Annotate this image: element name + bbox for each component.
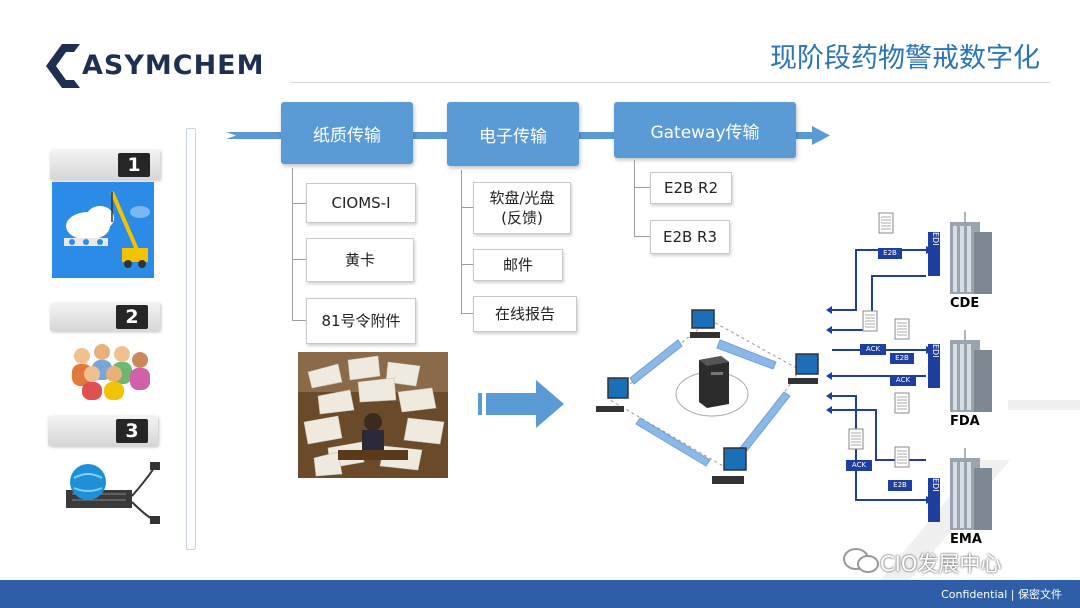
- workstation-icon: [788, 353, 819, 384]
- fda-building-icon: [950, 330, 992, 412]
- e2b-tag: E2B: [890, 353, 914, 364]
- tree-line: [634, 160, 635, 236]
- tree-line: [634, 236, 650, 237]
- tree-line: [461, 313, 473, 314]
- item-yellow-card[interactable]: 黄卡: [306, 238, 414, 282]
- edi-bar: EDI: [928, 232, 940, 276]
- category-gateway-transmission[interactable]: Gateway传输: [614, 102, 796, 158]
- people-group-icon: [72, 344, 150, 400]
- document-icon: [848, 428, 864, 450]
- regulator-label-ema: EMA: [950, 532, 982, 547]
- transition-arrow-icon: [478, 380, 564, 428]
- paper-pile-photo: [298, 352, 448, 478]
- globe-server-plug-icon: [66, 462, 160, 524]
- workstation-icon: [596, 377, 629, 412]
- regulator-label-cde: CDE: [950, 296, 980, 311]
- title-divider: [290, 82, 1050, 83]
- edi-bar: EDI: [928, 478, 940, 522]
- footer-bar: [0, 580, 1080, 608]
- server-tower-icon: [699, 356, 729, 408]
- asymchem-logo-mark: [46, 44, 80, 88]
- item-e2b-r3[interactable]: E2B R3: [650, 220, 730, 254]
- e2b-tag: E2B: [888, 480, 912, 491]
- section-number-3: 3: [116, 419, 148, 443]
- tree-line: [292, 168, 293, 320]
- logo-text: ASYMCHEM: [82, 50, 265, 81]
- document-icon: [894, 392, 910, 414]
- tree-line: [634, 187, 650, 188]
- ema-building-icon: [950, 448, 992, 530]
- category-electronic-transmission[interactable]: 电子传输: [447, 102, 579, 166]
- network-diagram: [609, 319, 801, 471]
- ack-tag: ACK: [890, 375, 916, 386]
- section-number-1: 1: [118, 153, 150, 177]
- document-icon: [894, 446, 910, 468]
- section-number-2: 2: [116, 305, 148, 329]
- tree-line: [461, 264, 473, 265]
- item-online-report[interactable]: 在线报告: [473, 296, 577, 332]
- regulator-label-fda: FDA: [950, 414, 980, 429]
- footer-confidential: Confidential | 保密文件: [941, 588, 1062, 601]
- workstation-icon: [690, 309, 720, 338]
- tree-line: [461, 207, 473, 208]
- document-icon: [878, 212, 894, 234]
- item-e2b-r2[interactable]: E2B R2: [650, 172, 732, 204]
- tree-line: [292, 259, 306, 260]
- tree-line: [292, 203, 306, 204]
- tree-line: [461, 170, 462, 314]
- document-icon: [894, 318, 910, 340]
- item-order-81-attachment[interactable]: 81号令附件: [306, 298, 416, 344]
- document-icon: [862, 310, 878, 332]
- page-title: 现阶段药物警戒数字化: [770, 43, 1040, 74]
- ack-tag: ACK: [860, 344, 886, 355]
- item-cioms-i[interactable]: CIOMS-I: [306, 183, 416, 223]
- workstation-icon: [712, 447, 747, 484]
- cloud-crane-icon: [52, 182, 154, 278]
- watermark-text: CIO发展中心: [880, 552, 1002, 576]
- vertical-divider: [186, 128, 196, 550]
- tree-line: [292, 320, 306, 321]
- item-email[interactable]: 邮件: [473, 249, 563, 281]
- item-floppy-cd-feedback[interactable]: 软盘/光盘 (反馈): [473, 182, 571, 234]
- wechat-icon: [843, 548, 879, 573]
- edi-bar: EDI: [928, 344, 940, 388]
- e2b-tag: E2B: [878, 248, 902, 259]
- category-paper-transmission[interactable]: 纸质传输: [281, 102, 413, 164]
- cde-building-icon: [950, 212, 992, 294]
- ack-tag: ACK: [846, 460, 872, 471]
